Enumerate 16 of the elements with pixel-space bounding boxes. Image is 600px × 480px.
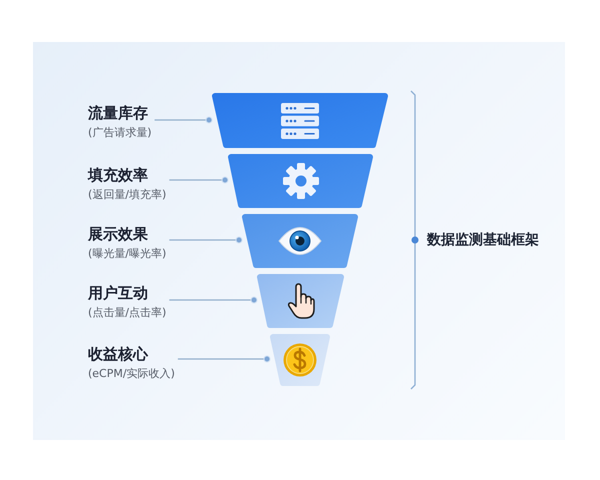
label-heading: 流量库存 (88, 104, 149, 122)
label-heading: 收益核心 (88, 345, 150, 363)
label-note: (eCPM/实际收入) (88, 367, 175, 381)
label-heading: 展示效果 (88, 225, 149, 243)
label-heading: 填充效率 (88, 166, 149, 184)
label-heading: 用户互动 (88, 284, 149, 302)
label-note: (返回量/填充率) (88, 188, 166, 202)
leader-line (169, 176, 228, 184)
leader-line (169, 236, 242, 244)
label-note: (点击量/点击率) (88, 306, 166, 320)
leader-line (169, 296, 258, 304)
label-note: (曝光量/曝光率) (88, 247, 166, 261)
bracket-label: 数据监测基础框架 (427, 231, 539, 249)
leader-line (178, 356, 270, 362)
leader-line (154, 116, 212, 124)
label-note: (广告请求量) (88, 126, 152, 140)
